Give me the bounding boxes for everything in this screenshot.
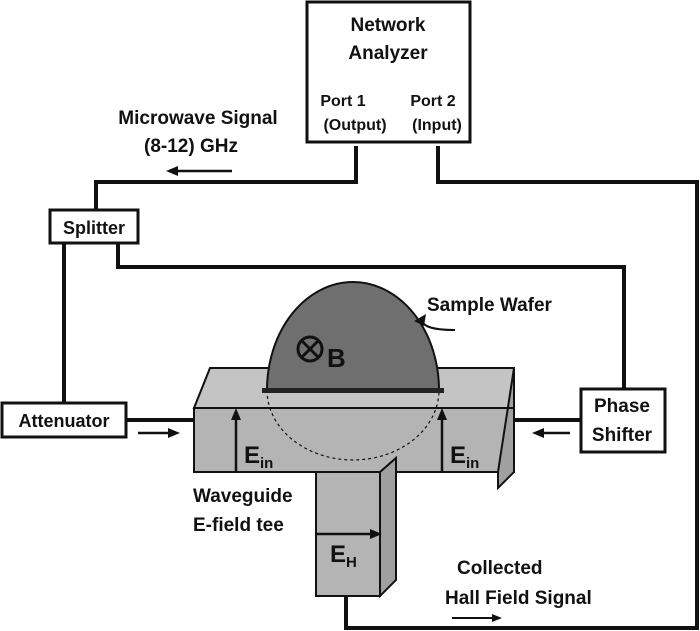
- waveguide-stem-side: [379, 455, 397, 599]
- waveguide-label-line1: Waveguide: [193, 486, 293, 507]
- b-field-label: B: [327, 343, 346, 373]
- wafer-holder: [262, 388, 444, 393]
- e-h-arrow: [316, 529, 382, 539]
- e-in-left-main: E: [244, 442, 260, 469]
- e-h-sub: H: [346, 554, 357, 571]
- phase-shifter-box: Phase Shifter: [579, 387, 667, 454]
- microwave-signal-line2: (8-12) GHz: [144, 136, 238, 157]
- port1-name: Port 1: [320, 93, 365, 110]
- microwave-direction-arrow: [166, 166, 232, 176]
- e-in-left-arrow: [231, 408, 241, 472]
- splitter-label: Splitter: [63, 218, 125, 238]
- wafer-lower-half-outline: [266, 389, 440, 461]
- phase-shifter-flow-arrow: [532, 428, 570, 438]
- network-analyzer-title-1: Network: [351, 15, 426, 36]
- hall-signal-line2: Hall Field Signal: [445, 588, 592, 609]
- wire-port1-to-splitter: [94, 146, 358, 210]
- e-in-right-arrow: [437, 408, 447, 472]
- phase-shifter-line2: Shifter: [592, 425, 653, 446]
- e-h-main: E: [330, 541, 346, 568]
- e-in-right-main: E: [450, 442, 466, 469]
- attenuator-box: Attenuator: [0, 401, 128, 439]
- port1-role: (Output): [323, 117, 386, 134]
- sample-wafer: B: [262, 281, 444, 461]
- wafer-upper-half: [265, 281, 441, 391]
- hall-signal-line1: Collected: [457, 558, 543, 579]
- hall-signal-arrow: [452, 614, 502, 622]
- phase-shifter-line1: Phase: [594, 396, 650, 417]
- microwave-signal-line1: Microwave Signal: [118, 108, 277, 129]
- sample-wafer-pointer: [414, 314, 456, 331]
- waveguide-side-face: [497, 367, 515, 491]
- e-in-right-sub: in: [466, 455, 479, 472]
- port2-name: Port 2: [410, 93, 455, 110]
- e-in-right-label: Ein: [450, 442, 479, 472]
- port2-role: (Input): [412, 117, 462, 134]
- b-field-into-page-icon: [296, 335, 324, 363]
- network-analyzer-box: Network Analyzer Port 1 (Output) Port 2 …: [305, 0, 472, 144]
- attenuator-label: Attenuator: [19, 411, 110, 431]
- waveguide-label-line2: E-field tee: [193, 515, 284, 536]
- wire-port2-to-phase-shifter-path: [344, 146, 699, 630]
- attenuator-flow-arrow: [138, 428, 180, 438]
- e-in-left-sub: in: [260, 455, 273, 472]
- network-analyzer-title-2: Analyzer: [348, 43, 428, 64]
- wire-splitter-to-phase-shifter: [116, 244, 626, 388]
- e-in-left-label: Ein: [244, 442, 273, 472]
- e-h-label: EH: [330, 541, 357, 571]
- sample-wafer-label: Sample Wafer: [427, 295, 553, 316]
- splitter-box: Splitter: [48, 208, 140, 245]
